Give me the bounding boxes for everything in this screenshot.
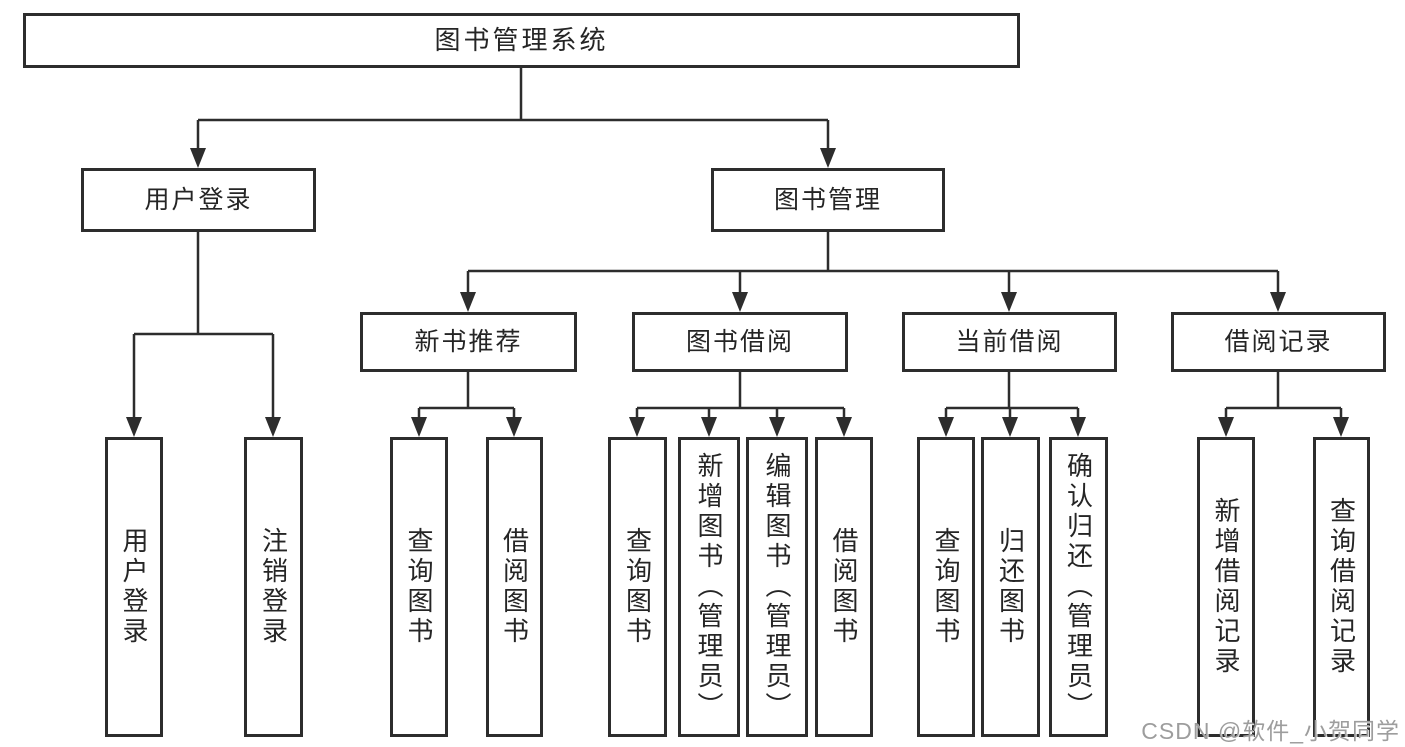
leaf-confirm-return-admin: 确认归还（管理员） bbox=[1049, 437, 1108, 737]
node-book-management: 图书管理 bbox=[711, 168, 945, 232]
leaf-logout: 注销登录 bbox=[244, 437, 303, 737]
leaf-recommend-borrow-book-label: 借阅图书 bbox=[499, 527, 530, 647]
arrowhead bbox=[820, 148, 836, 168]
arrowhead bbox=[1218, 417, 1234, 437]
node-borrow-record-label: 借阅记录 bbox=[1224, 327, 1333, 356]
node-new-book-recommend-label: 新书推荐 bbox=[414, 327, 523, 356]
leaf-recommend-query-book: 查询图书 bbox=[390, 437, 448, 737]
node-root: 图书管理系统 bbox=[23, 13, 1020, 68]
leaf-query-borrow-record: 查询借阅记录 bbox=[1313, 437, 1370, 737]
leaf-add-book-admin: 新增图书（管理员） bbox=[678, 437, 740, 737]
leaf-borrow-borrow-book: 借阅图书 bbox=[815, 437, 873, 737]
leaf-borrow-query-book: 查询图书 bbox=[608, 437, 667, 737]
arrowhead bbox=[629, 417, 645, 437]
leaf-edit-book-admin-label: 编辑图书（管理员） bbox=[762, 452, 792, 722]
arrowhead bbox=[732, 292, 748, 312]
csdn-watermark: CSDN @软件_小贺同学 bbox=[1141, 718, 1400, 744]
arrowhead bbox=[1333, 417, 1349, 437]
edge-currentborrow-to-leaves bbox=[944, 372, 1080, 421]
leaf-add-borrow-record-label: 新增借阅记录 bbox=[1211, 497, 1241, 677]
node-borrow-record: 借阅记录 bbox=[1171, 312, 1386, 372]
leaf-add-book-admin-label: 新增图书（管理员） bbox=[694, 452, 724, 722]
arrowhead bbox=[1070, 417, 1086, 437]
leaf-current-query-book: 查询图书 bbox=[917, 437, 975, 737]
edge-root-to-level2 bbox=[196, 68, 830, 152]
leaf-add-borrow-record: 新增借阅记录 bbox=[1197, 437, 1255, 737]
leaf-query-borrow-record-label: 查询借阅记录 bbox=[1326, 497, 1357, 677]
arrowhead bbox=[411, 417, 427, 437]
edge-newbookrec-to-leaves bbox=[417, 372, 516, 421]
leaf-borrow-query-book-label: 查询图书 bbox=[622, 527, 653, 647]
leaf-edit-book-admin: 编辑图书（管理员） bbox=[746, 437, 808, 737]
arrowhead bbox=[938, 417, 954, 437]
edge-bookmgmt-to-level3 bbox=[466, 232, 1280, 296]
arrowhead bbox=[126, 417, 142, 437]
leaf-recommend-borrow-book: 借阅图书 bbox=[486, 437, 543, 737]
leaf-return-book-label: 归还图书 bbox=[995, 527, 1026, 647]
node-user-login-label: 用户登录 bbox=[144, 185, 253, 214]
arrowhead bbox=[769, 417, 785, 437]
leaf-user-login: 用户登录 bbox=[105, 437, 163, 737]
node-root-label: 图书管理系统 bbox=[434, 24, 609, 55]
node-new-book-recommend: 新书推荐 bbox=[360, 312, 577, 372]
leaf-logout-label: 注销登录 bbox=[258, 527, 289, 647]
node-book-management-label: 图书管理 bbox=[773, 185, 882, 214]
leaf-current-query-book-label: 查询图书 bbox=[931, 527, 961, 647]
node-user-login: 用户登录 bbox=[81, 168, 316, 232]
node-current-borrow-label: 当前借阅 bbox=[955, 327, 1064, 356]
arrowhead bbox=[1270, 292, 1286, 312]
arrowhead bbox=[836, 417, 852, 437]
arrowhead bbox=[190, 148, 206, 168]
edge-borrowrecord-to-leaves bbox=[1224, 372, 1343, 421]
node-current-borrow: 当前借阅 bbox=[902, 312, 1117, 372]
arrowhead bbox=[1002, 417, 1018, 437]
edge-userlogin-to-leaves bbox=[132, 232, 275, 421]
leaf-return-book: 归还图书 bbox=[981, 437, 1040, 737]
edge-bookborrow-to-leaves bbox=[635, 372, 846, 421]
arrowhead bbox=[701, 417, 717, 437]
node-book-borrow-label: 图书借阅 bbox=[685, 327, 794, 356]
leaf-user-login-label: 用户登录 bbox=[119, 527, 149, 647]
leaf-confirm-return-admin-label: 确认归还（管理员） bbox=[1063, 452, 1094, 722]
leaf-borrow-borrow-book-label: 借阅图书 bbox=[829, 527, 859, 647]
arrowhead bbox=[506, 417, 522, 437]
node-book-borrow: 图书借阅 bbox=[632, 312, 848, 372]
leaf-recommend-query-book-label: 查询图书 bbox=[404, 527, 434, 647]
arrowhead bbox=[265, 417, 281, 437]
arrowhead bbox=[460, 292, 476, 312]
arrowhead bbox=[1001, 292, 1017, 312]
